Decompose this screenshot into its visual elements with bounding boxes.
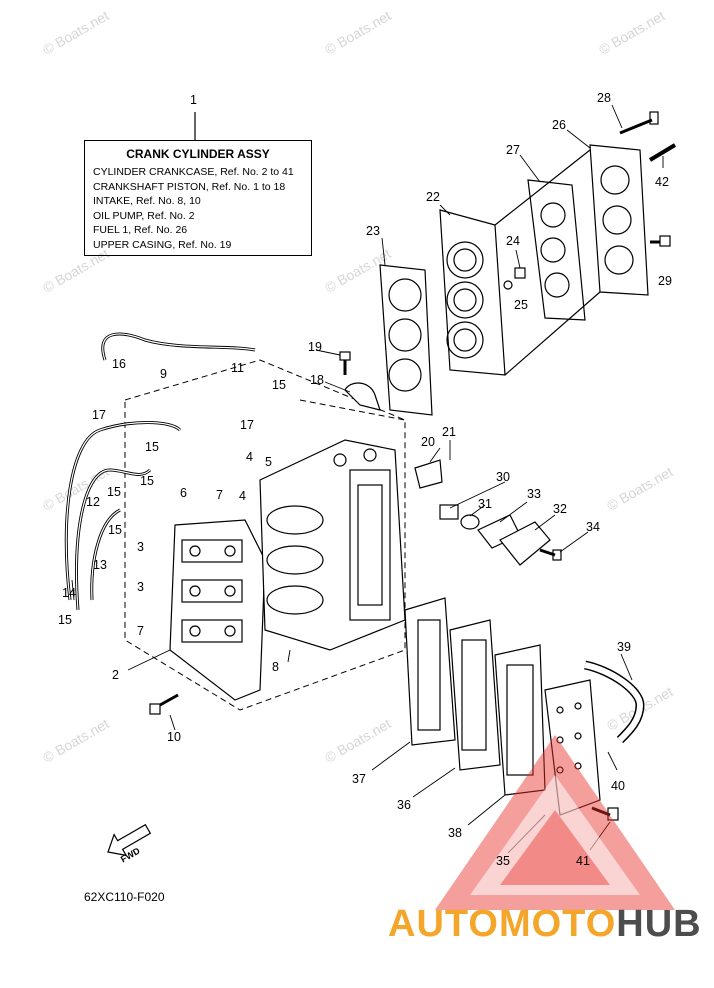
callout-27: 27	[506, 143, 520, 157]
bolt-19	[339, 351, 351, 375]
gasket-23	[379, 264, 433, 416]
callout-4: 4	[239, 489, 246, 503]
gasket-27	[527, 179, 586, 321]
callout-12: 12	[86, 495, 100, 509]
bolt-41	[591, 806, 619, 821]
callout-11: 11	[231, 361, 244, 375]
plate-36	[449, 619, 501, 771]
callout-7: 7	[216, 488, 223, 502]
callout-32: 32	[553, 502, 567, 516]
brand-part-moto: MOTO	[498, 903, 617, 945]
callout-35: 35	[496, 854, 510, 868]
callout-2: 2	[112, 668, 119, 682]
legend-line: CRANKSHAFT PISTON, Ref. No. 1 to 18	[93, 180, 286, 193]
callout-1: 1	[190, 93, 197, 107]
legend-title: CRANK CYLINDER ASSY	[126, 147, 270, 161]
legend-line: INTAKE, Ref. No. 8, 10	[93, 195, 201, 207]
bolt-29	[650, 235, 671, 247]
callout-19: 19	[308, 340, 322, 354]
callout-7: 7	[137, 624, 144, 638]
legend-line: UPPER CASING, Ref. No. 19	[93, 238, 232, 251]
brand-part-hub: HUB	[616, 903, 702, 945]
callout-18: 18	[310, 373, 324, 387]
callout-42: 42	[655, 175, 669, 189]
callout-29: 29	[658, 274, 672, 288]
crankcase-front	[169, 519, 266, 701]
legend-line: OIL PUMP, Ref. No. 2	[93, 209, 195, 222]
gasket-37	[404, 597, 456, 746]
head-cover-26	[589, 144, 649, 296]
callout-39: 39	[617, 640, 631, 654]
callout-25: 25	[514, 298, 528, 312]
callout-34: 34	[586, 520, 600, 534]
gasket-38	[494, 644, 546, 796]
callout-26: 26	[552, 118, 566, 132]
callout-15: 15	[272, 378, 286, 392]
callout-15: 15	[58, 613, 72, 627]
callout-21: 21	[442, 425, 456, 439]
assembly-legend: CRANK CYLINDER ASSY CYLINDER CRANKCASE, …	[84, 140, 312, 256]
brand-part-auto: AUTO	[388, 903, 499, 945]
callout-9: 9	[160, 367, 167, 381]
callout-3: 3	[137, 580, 144, 594]
callout-36: 36	[397, 798, 411, 812]
callout-6: 6	[180, 486, 187, 500]
bolt-34	[539, 548, 562, 561]
bolt-10	[149, 693, 179, 715]
callout-17: 17	[92, 408, 106, 422]
callout-22: 22	[426, 190, 440, 204]
callout-10: 10	[167, 730, 181, 744]
callout-38: 38	[448, 826, 462, 840]
cover-32	[499, 521, 551, 566]
fitting-24-25	[503, 267, 526, 290]
anode-20-21	[414, 459, 443, 489]
legend-line: FUEL 1, Ref. No. 26	[93, 224, 188, 236]
callout-15: 15	[145, 440, 159, 454]
callout-4: 4	[246, 450, 253, 464]
callout-33: 33	[527, 487, 541, 501]
callout-16: 16	[112, 357, 126, 371]
diagram-code: 62XC110-F020	[84, 890, 165, 904]
cylinder-block	[259, 439, 406, 651]
fwd-arrow	[107, 823, 152, 857]
cylinder-head-22	[439, 209, 506, 376]
callout-30: 30	[496, 470, 510, 484]
callout-13: 13	[93, 558, 107, 572]
callout-40: 40	[611, 779, 625, 793]
thermostat-30	[439, 504, 459, 520]
callout-8: 8	[272, 660, 279, 674]
spark-plug-42	[648, 143, 677, 162]
callout-17: 17	[240, 418, 254, 432]
automotohub-logo-text: AUTOMOTOHUB	[388, 903, 702, 946]
callout-31: 31	[478, 497, 492, 511]
callout-15: 15	[107, 485, 121, 499]
gasket-31	[460, 514, 480, 530]
callout-24: 24	[506, 234, 520, 248]
callout-5: 5	[265, 455, 272, 469]
cover-35	[544, 679, 601, 816]
callout-15: 15	[140, 474, 154, 488]
hose-39	[583, 660, 645, 744]
callout-37: 37	[352, 772, 366, 786]
clamp-18	[344, 382, 381, 411]
callout-41: 41	[576, 854, 590, 868]
callout-14: 14	[62, 586, 76, 600]
callout-28: 28	[597, 91, 611, 105]
bolt-28	[619, 111, 659, 135]
legend-line: CYLINDER CRANKCASE, Ref. No. 2 to 41	[93, 166, 294, 178]
callout-3: 3	[137, 540, 144, 554]
callout-20: 20	[421, 435, 435, 449]
automotohub-logo-triangle	[435, 735, 675, 910]
callout-15: 15	[108, 523, 122, 537]
callout-23: 23	[366, 224, 380, 238]
